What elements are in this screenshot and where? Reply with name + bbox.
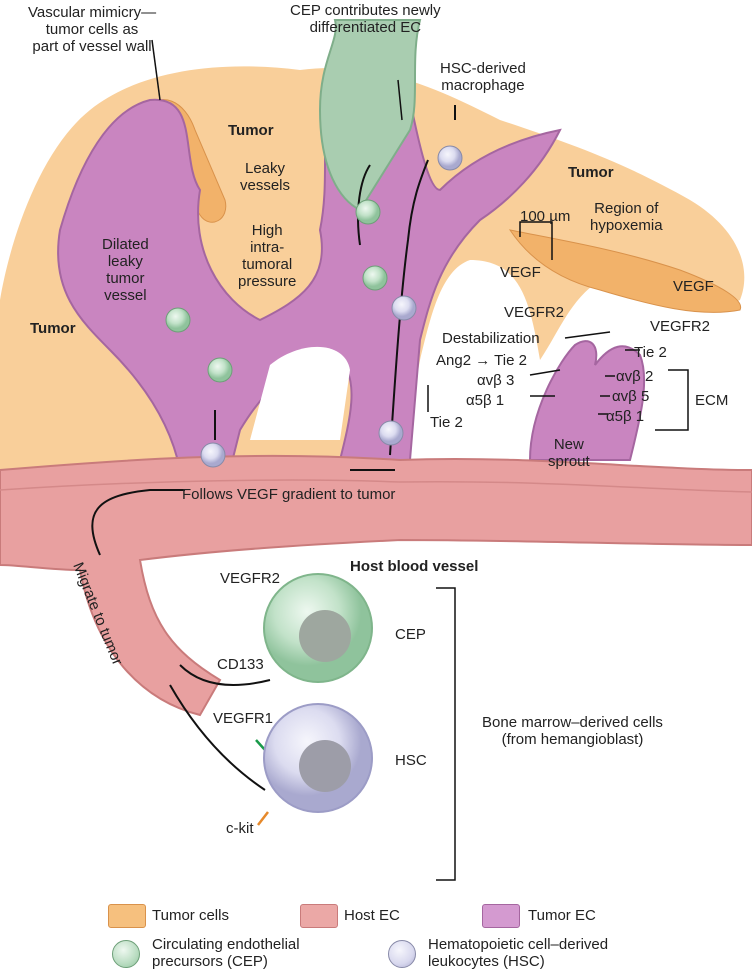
vegf-right-label: VEGF <box>673 278 714 295</box>
tumor-label-left: Tumor <box>30 320 76 337</box>
vegf-left-label: VEGF <box>500 264 541 281</box>
vegfr2-cell-label: VEGFR2 <box>220 570 281 587</box>
hsc-macrophage-text: HSC-derived macrophage <box>440 60 526 94</box>
pointer-lines <box>151 39 689 881</box>
tumor-label-right: Tumor <box>568 164 614 181</box>
legend-label-cep: Circulating endothelial precursors (CEP) <box>152 936 300 970</box>
tie2-text: Tie 2 <box>494 352 527 369</box>
cep-label: CEP <box>395 626 426 643</box>
ckit-label: c-kit <box>226 820 254 837</box>
arrows <box>91 105 456 791</box>
ang2-tie2-label: Ang2 → Tie 2 <box>436 352 527 369</box>
tumor-cells-right <box>508 229 742 313</box>
vegfr2-right-label: VEGFR2 <box>650 318 711 335</box>
new-sprout-label: New sprout <box>548 436 590 470</box>
a5b1-right-label: α5β 1 <box>606 408 645 425</box>
cep-contributes-text: CEP contributes newly differentiated EC <box>290 2 441 36</box>
host-vessel-label: Host blood vessel <box>350 558 479 575</box>
a5b1-left-label: α5β 1 <box>466 392 505 409</box>
legend-swatch-tumor-cells <box>108 904 146 928</box>
dilated-vessel-label: Dilated leaky tumor vessel <box>102 236 149 304</box>
legend-label-hsc: Hematopoietic cell–derived leukocytes (H… <box>428 936 609 970</box>
migrating-cells <box>165 145 463 468</box>
tie2-bottom-label: Tie 2 <box>430 414 463 431</box>
hsc-label: HSC <box>395 752 427 769</box>
vascular-mimicry-text: Vascular mimicry— tumor cells as part of… <box>28 4 157 55</box>
vascular-mimicry-label: Vascular mimicry— tumor cells as part of… <box>28 4 156 55</box>
host-vessel-inner <box>0 479 752 493</box>
leaky-vessels-label: Leaky vessels <box>240 160 291 194</box>
cd133-label: CD133 <box>217 656 264 673</box>
avb3-label: αvβ 3 <box>477 372 515 389</box>
tumor-vessel-network <box>57 98 562 471</box>
high-pressure-label: High intra- tumoral pressure <box>238 222 297 290</box>
leaky-vessel-lumen <box>250 346 350 440</box>
vegfr1-receptor <box>255 739 266 751</box>
bone-marrow-label: Bone marrow–derived cells (from hemangio… <box>482 714 663 748</box>
cep-vessel <box>318 19 422 212</box>
hypoxemia-label: Region of hypoxemia <box>590 200 663 234</box>
cep-cell <box>263 573 373 683</box>
ang2-text: Ang2 <box>436 352 472 369</box>
legend-label-tumor-ec: Tumor EC <box>528 907 596 924</box>
tie2-right-label: Tie 2 <box>634 344 667 361</box>
legend-swatch-cep <box>112 940 140 968</box>
host-blood-vessel <box>0 454 752 717</box>
hsc-macrophage-label: HSC-derived macrophage <box>440 60 526 94</box>
vegfr1-label: VEGFR1 <box>213 710 274 727</box>
vegfr2-left-label: VEGFR2 <box>504 304 565 321</box>
cep-contributes-label: CEP contributes newly differentiated EC <box>290 2 441 36</box>
scale-label: 100 µm <box>520 208 571 225</box>
legend-swatch-tumor-ec <box>482 904 520 928</box>
tumor-label-top: Tumor <box>228 122 274 139</box>
legend-label-host-ec: Host EC <box>344 907 400 924</box>
ecm-label: ECM <box>695 392 729 409</box>
avb5-label: αvβ 5 <box>612 388 650 405</box>
ckit-receptor <box>257 811 269 826</box>
avb2-label: αvβ 2 <box>616 368 654 385</box>
legend-swatch-host-ec <box>300 904 338 928</box>
hsc-cell <box>263 703 373 813</box>
legend-swatch-hsc <box>388 940 416 968</box>
follows-vegf-label: Follows VEGF gradient to tumor <box>182 486 396 503</box>
destabilization-label: Destabilization <box>442 330 540 347</box>
legend-label-tumor-cells: Tumor cells <box>152 907 229 924</box>
